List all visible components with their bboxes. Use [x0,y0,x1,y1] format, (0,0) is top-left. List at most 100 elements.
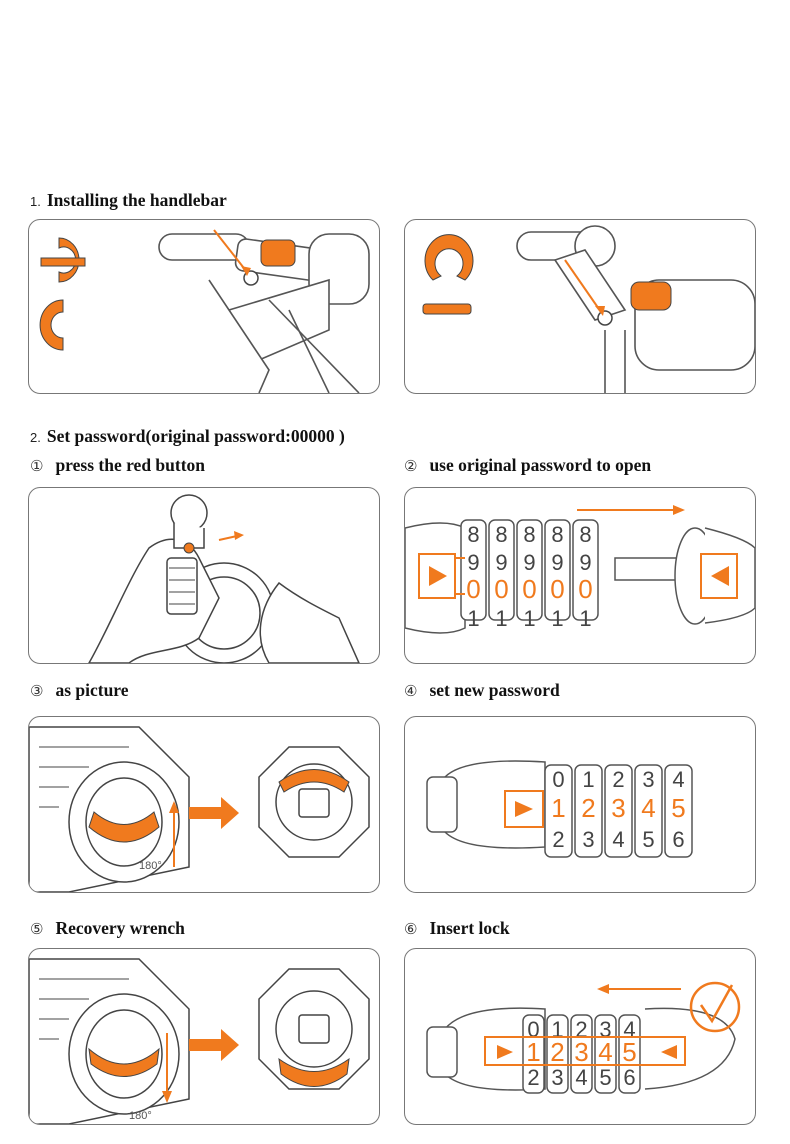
panel-as-picture: 180° [28,716,380,893]
insert-dial-ring[interactable] [546,1014,569,1094]
original-dial-digit-top: 8 [551,522,563,547]
insert-dial-digit-upper: 2 [575,1017,587,1042]
insert-dial-digit-lower: 3 [551,1065,563,1090]
original-dial-digit-top: 8 [495,522,507,547]
original-dial-ring[interactable] [572,519,599,621]
insert-dial-digit-lower: 6 [623,1065,635,1090]
insert-dial-digit-lower: 5 [599,1065,611,1090]
new-dial-digit-upper: 1 [582,767,594,792]
section1-heading: 1. Installing the handlebar [30,190,227,211]
recovery-lock-illustration: 180° [29,958,370,1124]
checkmark-circle-icon [689,981,741,1033]
arrow-right-icon [189,1029,239,1061]
rotation-label: 180° [139,860,162,872]
original-dial-ring[interactable] [488,519,515,621]
insert-dial-digit-code: 2 [550,1037,564,1067]
original-dial-digit-code: 0 [494,574,508,604]
original-dial-ring[interactable] [544,519,571,621]
original-dial-digit-upper: 9 [467,550,479,575]
new-dial-digit-code: 2 [581,793,595,823]
new-dial-digit-upper: 4 [672,767,684,792]
new-dial-digit-upper: 0 [552,767,564,792]
new-dial-ring[interactable] [574,764,603,858]
section2-title: Set password(original password:00000 ) [46,426,345,446]
original-dial-digit-upper: 9 [551,550,563,575]
section2-number: 2. [30,430,41,445]
section1-title: Installing the handlebar [46,190,227,210]
insert-dial-digit-lower: 4 [575,1065,587,1090]
panel-press-red-button [28,487,380,664]
handlebar-left-illustration [39,229,370,393]
original-dial-ring[interactable] [516,519,543,621]
original-dial-digit-top: 8 [467,522,479,547]
new-dial-ring[interactable] [604,764,633,858]
new-dial-ring[interactable] [634,764,663,858]
arrow-left-icon [711,566,729,586]
hands-lock-illustration [88,494,360,663]
panel-handlebar-install-right [404,219,756,394]
new-dial-digit-lower: 5 [642,827,654,852]
original-dial-digit-lower: 1 [523,606,535,631]
orange-clip-icon [39,299,64,351]
original-dial-digit-code: 0 [550,574,564,604]
insert-dial-ring[interactable] [594,1014,617,1094]
original-dial-digit-top: 8 [523,522,535,547]
play-marker-icon [429,566,447,586]
original-dial-digit-top: 8 [579,522,591,547]
new-dial-digit-lower: 4 [612,827,624,852]
new-dial-digit-code: 1 [551,793,565,823]
orange-clip-icon [422,234,474,315]
insert-dial-digit-code: 1 [526,1037,540,1067]
arrow-left-icon [661,1045,677,1059]
insert-dial-digit-code: 4 [598,1037,612,1067]
insert-dial-digit-lower: 2 [527,1065,539,1090]
original-dial-digit-upper: 9 [523,550,535,575]
insert-dial-ring[interactable] [522,1014,545,1094]
panel-handlebar-install-left [28,219,380,394]
new-dial-ring[interactable] [664,764,693,858]
play-marker-icon [497,1045,513,1059]
original-dial-digit-upper: 9 [579,550,591,575]
play-marker-icon [515,801,533,817]
panel-recovery-wrench: 180° [28,948,380,1125]
section1-number: 1. [30,194,41,209]
handlebar-right-illustration [422,225,755,393]
new-dial-digit-lower: 2 [552,827,564,852]
original-dial-digit-code: 0 [466,574,480,604]
new-dial-ring[interactable] [544,764,573,858]
original-dial-digit-code: 0 [522,574,536,604]
insert-dial-digit-upper: 4 [623,1017,635,1042]
new-dial-digit-upper: 2 [612,767,624,792]
original-dial-digit-upper: 9 [495,550,507,575]
original-dial-digit-lower: 1 [551,606,563,631]
new-dial-digit-code: 5 [671,793,685,823]
insert-dial-digit-upper: 0 [527,1017,539,1042]
new-dial-digit-lower: 3 [582,827,594,852]
arrow-right-icon [218,535,238,541]
arrow-right-icon [189,797,239,829]
orange-clip-icon [40,237,86,283]
original-dial-ring[interactable] [460,519,487,621]
section2-heading: 2. Set password(original password:00000 ) [30,426,345,447]
rotation-label: 180° [129,1110,152,1122]
insert-dial-digit-code: 5 [622,1037,636,1067]
insert-dial-ring[interactable] [570,1014,593,1094]
original-dial-digit-lower: 1 [467,606,479,631]
insert-dial-digit-upper: 3 [599,1017,611,1042]
original-dial-digit-lower: 1 [495,606,507,631]
insert-dial-ring[interactable] [618,1014,641,1094]
insert-dial-digit-code: 3 [574,1037,588,1067]
